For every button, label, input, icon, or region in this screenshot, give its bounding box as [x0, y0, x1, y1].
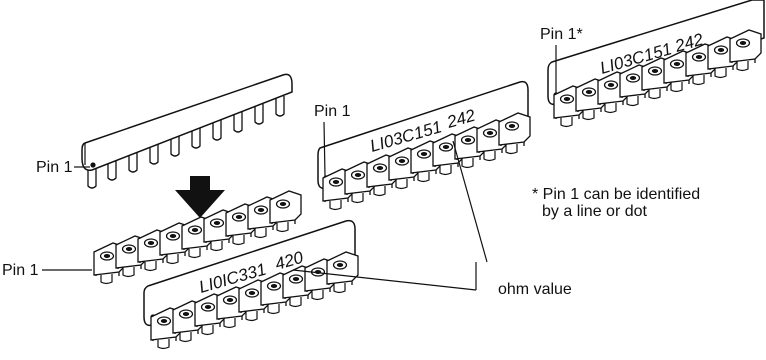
- pin1-note-line1: * Pin 1 can be identified: [532, 186, 700, 203]
- pin1-note-line2: by a line or dot: [542, 203, 648, 220]
- assembled-network-bottom: LI0IC331 420: [143, 219, 359, 350]
- assembled-network-right: LI03C151 242: [547, 0, 765, 128]
- pin1-label-bottom: Pin 1: [2, 262, 39, 279]
- pin1-label-right: Pin 1*: [540, 26, 583, 43]
- assembled-network-middle: LI03C151 242: [317, 80, 531, 211]
- pin1-dot: [90, 162, 96, 168]
- pin1-label-top: Pin 1: [36, 159, 73, 176]
- ohm-value-label: ohm value: [498, 281, 572, 298]
- insert-arrow-icon: [175, 176, 225, 218]
- sip-resistor-loose: [81, 73, 293, 189]
- pin1-label-middle: Pin 1: [314, 103, 351, 120]
